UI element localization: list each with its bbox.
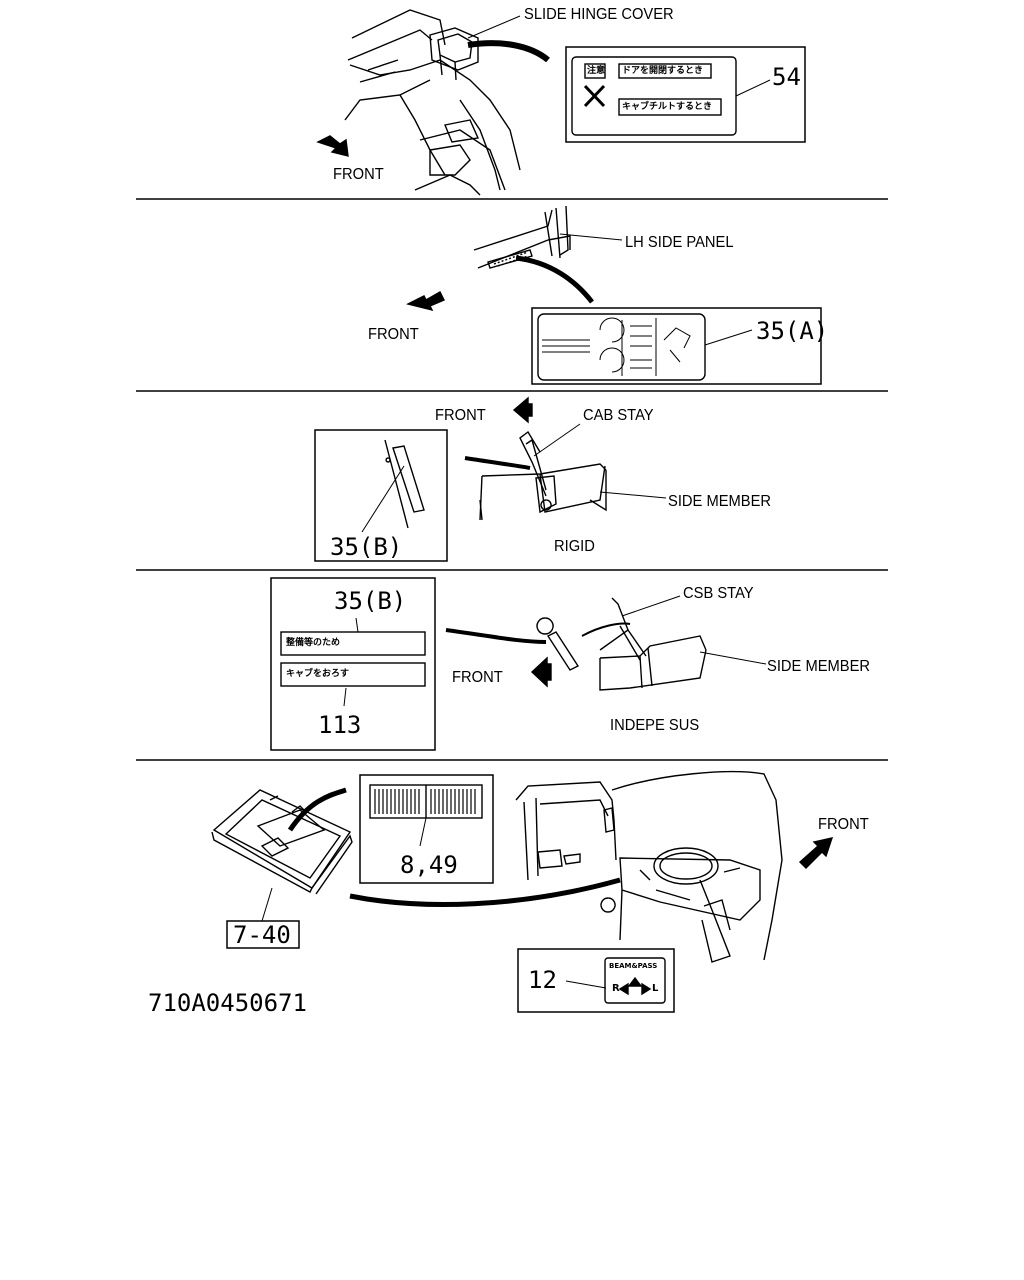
label-113-frame: [270, 577, 436, 751]
callout-740: 7-40: [233, 921, 291, 949]
cab-interior-illustration: [515, 771, 783, 963]
glove-leader-curve-2: [349, 877, 621, 907]
callout-35b-indepe: 35(B): [334, 587, 407, 615]
rigid-frame-illustration: [464, 430, 607, 521]
callout-113: 113: [318, 711, 362, 739]
callout-12: 12: [528, 966, 557, 994]
cab-stay-label: CAB STAY: [583, 407, 654, 424]
label-849-sticker: [369, 784, 483, 819]
rigid-label: RIGID: [554, 538, 595, 555]
front-arrow-icon-2: [405, 291, 445, 312]
rigid-stay-part: [384, 439, 425, 529]
label-849-frame: [359, 774, 494, 884]
front-label-2: FRONT: [368, 326, 419, 343]
callout-54: 54: [772, 63, 801, 91]
label-12-sticker: [604, 957, 666, 1004]
front-arrow-icon-3: [512, 396, 533, 424]
label-35a-graphics: [542, 317, 753, 376]
lh-panel-leader-curve: [515, 255, 594, 304]
front-arrow-icon-1: [316, 135, 349, 157]
hinge-leader-curve: [467, 40, 550, 63]
side-member-label-rigid: SIDE MEMBER: [668, 493, 772, 510]
lh-side-panel-illustration: [473, 205, 571, 269]
arrow-right-icon: [641, 982, 652, 996]
label-35b-text: 整備等のため: [286, 638, 341, 648]
glove-leader-curve-1: [287, 787, 347, 832]
front-label-5: FRONT: [818, 816, 869, 833]
part-number: 710A0450671: [148, 989, 307, 1017]
label-35b-frame-rigid: [314, 429, 448, 562]
label-35a-frame: [531, 307, 822, 385]
section-dividers: [136, 198, 888, 761]
arrow-left-icon: [618, 982, 629, 996]
front-arrow-icon-5: [798, 837, 834, 869]
lh-side-panel-label: LH SIDE PANEL: [625, 234, 734, 251]
glove-box-illustration: [211, 789, 353, 895]
front-label-3: FRONT: [435, 407, 486, 424]
label-35a-sticker: [537, 313, 706, 381]
hinge-leader: [467, 15, 521, 39]
front-arrow-icon-4: [530, 656, 552, 688]
label-54-frame: [565, 46, 806, 143]
label-12-frame: [517, 948, 675, 1013]
csb-stay-label: CSB STAY: [683, 585, 754, 602]
label-54-door-text: ドアを開閉するとき: [622, 66, 704, 76]
front-label-4: FRONT: [452, 669, 503, 686]
slide-hinge-cover-label: SLIDE HINGE COVER: [524, 6, 674, 23]
indepe-frame-illustration: [445, 597, 707, 691]
arrow-up-icon: [627, 976, 643, 987]
label-r: R: [612, 983, 620, 994]
callout-35b-rigid: 35(B): [330, 533, 403, 561]
slide-hinge-cover-part: [429, 27, 479, 81]
label-l: L: [652, 983, 659, 994]
label-113-text: キャブをおろす: [286, 669, 350, 679]
callout-35a: 35(A): [756, 317, 829, 345]
side-member-label-indepe: SIDE MEMBER: [767, 658, 871, 675]
label-54-caution-text: 注意: [587, 66, 606, 76]
label-740-box: [226, 920, 300, 949]
beam-pass-text: BEAM&PASS: [609, 962, 658, 970]
prohibit-x-icon: [583, 84, 606, 108]
front-label-1: FRONT: [333, 166, 384, 183]
indepe-sus-label: INDEPE SUS: [610, 717, 700, 734]
cab-roof-illustration: [344, 9, 521, 196]
label-54-tilt-text: キャブチルトするとき: [622, 102, 713, 112]
callout-849: 8,49: [400, 851, 458, 879]
